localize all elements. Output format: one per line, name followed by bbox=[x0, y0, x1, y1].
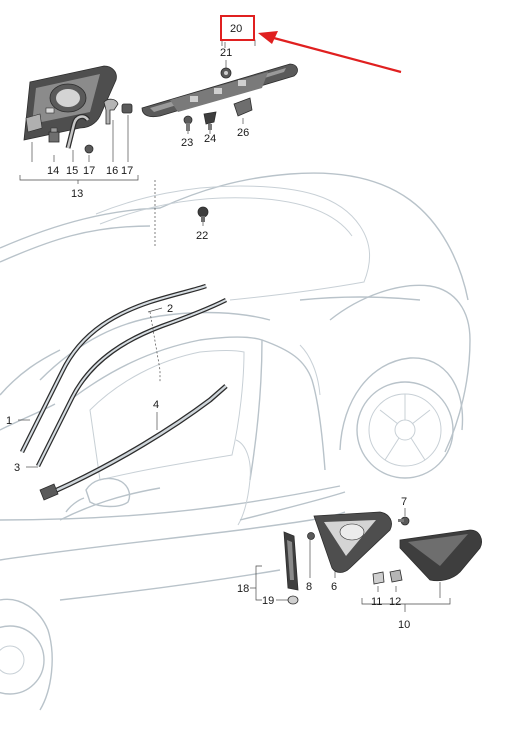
label-13: 13 bbox=[71, 188, 83, 200]
part-10-side-panel bbox=[399, 529, 482, 582]
label-14: 14 bbox=[47, 165, 59, 177]
label-1: 1 bbox=[6, 415, 12, 427]
label-18: 18 bbox=[237, 583, 249, 595]
label-7: 7 bbox=[401, 496, 407, 508]
label-19: 19 bbox=[262, 595, 274, 607]
label-16: 16 bbox=[106, 165, 118, 177]
part-17-nut-left bbox=[84, 144, 94, 154]
label-12: 12 bbox=[389, 596, 401, 608]
label-26: 26 bbox=[237, 127, 249, 139]
seal-3-outer bbox=[35, 297, 228, 468]
label-11: 11 bbox=[371, 596, 382, 608]
part-22-fastener bbox=[197, 206, 209, 222]
label-4: 4 bbox=[153, 399, 159, 411]
part-16-bolt bbox=[103, 98, 119, 125]
label-15: 15 bbox=[66, 165, 78, 177]
seal-4-end bbox=[39, 483, 59, 501]
seal-1-outer bbox=[19, 283, 207, 454]
part-15-handle bbox=[65, 114, 91, 149]
label-2: 2 bbox=[167, 303, 173, 315]
seal-1-inner bbox=[21, 285, 207, 453]
label-17a: 17 bbox=[83, 165, 95, 177]
highlight-arrow bbox=[258, 31, 402, 74]
window-seal-parts bbox=[19, 283, 228, 501]
part-23-screw bbox=[183, 115, 193, 131]
part-8-screw bbox=[307, 532, 315, 540]
part-26-bracket bbox=[233, 97, 253, 117]
part-6-trim-frame bbox=[313, 511, 392, 573]
label-8: 8 bbox=[306, 581, 312, 593]
part-number-labels: 1 3 2 4 14 15 17 16 17 13 20 21 23 24 26… bbox=[6, 23, 410, 631]
part-7-screw bbox=[398, 516, 410, 526]
label-10: 10 bbox=[398, 619, 410, 631]
car-body-outline bbox=[0, 172, 471, 711]
part-20-rear-spoiler bbox=[141, 63, 298, 118]
label-17b: 17 bbox=[121, 165, 133, 177]
label-6: 6 bbox=[331, 581, 337, 593]
label-20: 20 bbox=[230, 23, 242, 35]
label-23: 23 bbox=[181, 137, 193, 149]
part-13-window-frame bbox=[23, 65, 117, 141]
label-22: 22 bbox=[196, 230, 208, 242]
label-21: 21 bbox=[220, 47, 232, 59]
part-24-clip bbox=[203, 111, 217, 130]
label-3: 3 bbox=[14, 462, 20, 474]
part-21-nut bbox=[220, 67, 232, 79]
part-17-nut-right bbox=[121, 103, 133, 114]
part-19-clip bbox=[287, 595, 299, 605]
label-24: 24 bbox=[204, 133, 216, 145]
part-11-clip bbox=[372, 571, 385, 585]
seal-4-inner bbox=[43, 385, 227, 498]
seal-3-inner bbox=[37, 299, 227, 467]
highlight-box bbox=[220, 15, 255, 41]
part-12-clip bbox=[389, 569, 403, 583]
part-14-clip bbox=[48, 127, 60, 143]
part-18-trim-strip bbox=[283, 531, 299, 591]
